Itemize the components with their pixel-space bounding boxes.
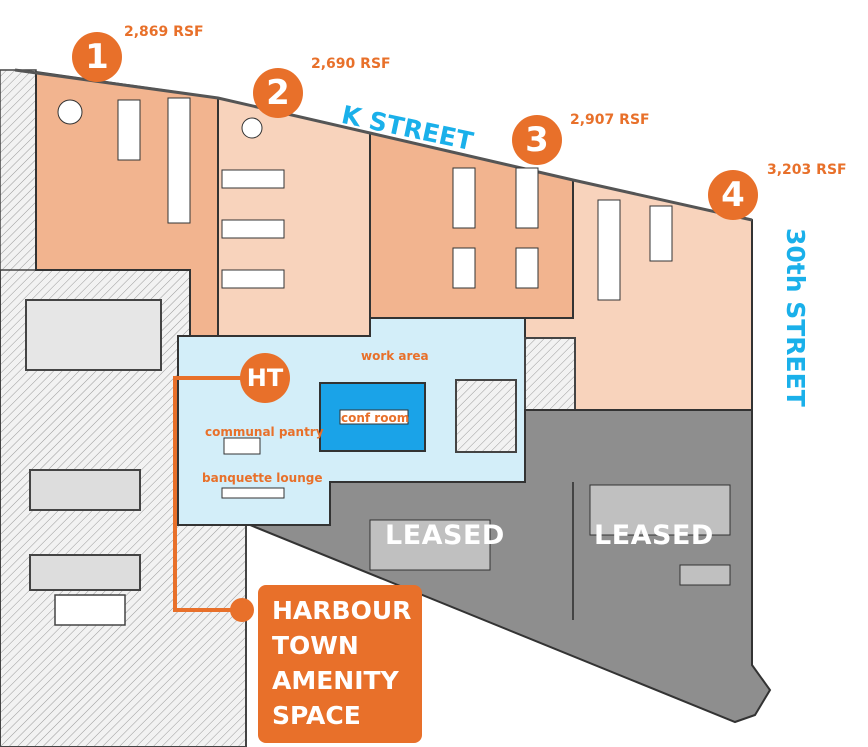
left-wall (0, 69, 37, 271)
suite-3-area-label: 2,907 RSF (570, 112, 650, 128)
banquette-lounge-label: banquette lounge (202, 471, 323, 485)
ht-leader-line (173, 376, 242, 612)
amenity-core (455, 379, 517, 453)
callout-line: TOWN (272, 631, 359, 660)
lounge-table (221, 487, 285, 499)
pantry-counter (223, 437, 261, 455)
communal-pantry-label: communal pantry (205, 425, 324, 439)
ht-badge[interactable]: HT (240, 353, 290, 403)
elevators (29, 469, 141, 511)
callout-line: AMENITY (272, 666, 399, 695)
leased-label: LEASED (594, 520, 714, 551)
work-area-label: work area (361, 349, 429, 363)
suite-1-badge[interactable]: 1 (72, 32, 122, 82)
30th-street-label: 30th STREET (781, 228, 810, 407)
suite-4-area-label: 3,203 RSF (767, 162, 847, 178)
ht-leader-dot (230, 598, 254, 622)
conf-room-label: conf room (341, 411, 410, 425)
callout-line: SPACE (272, 701, 361, 730)
suite-1-area-label: 2,869 RSF (124, 24, 204, 40)
elevators (29, 554, 141, 591)
leased-label: LEASED (385, 520, 505, 551)
workstations (57, 97, 673, 301)
k-street-facade (14, 68, 753, 222)
callout-line: HARBOUR (272, 596, 412, 625)
harbour-town-amenity-callout[interactable]: HARBOUR TOWN AMENITY SPACE (258, 585, 422, 743)
suite-2-area-label: 2,690 RSF (311, 56, 391, 72)
leased-workstations (369, 484, 731, 586)
conf-table (339, 409, 409, 425)
suite-2-area (217, 96, 371, 337)
suite-2-badge[interactable]: 2 (253, 68, 303, 118)
stairs (54, 594, 126, 626)
suite-3-badge[interactable]: 3 (512, 115, 562, 165)
suite-4-badge[interactable]: 4 (708, 170, 758, 220)
core-room (25, 299, 162, 371)
